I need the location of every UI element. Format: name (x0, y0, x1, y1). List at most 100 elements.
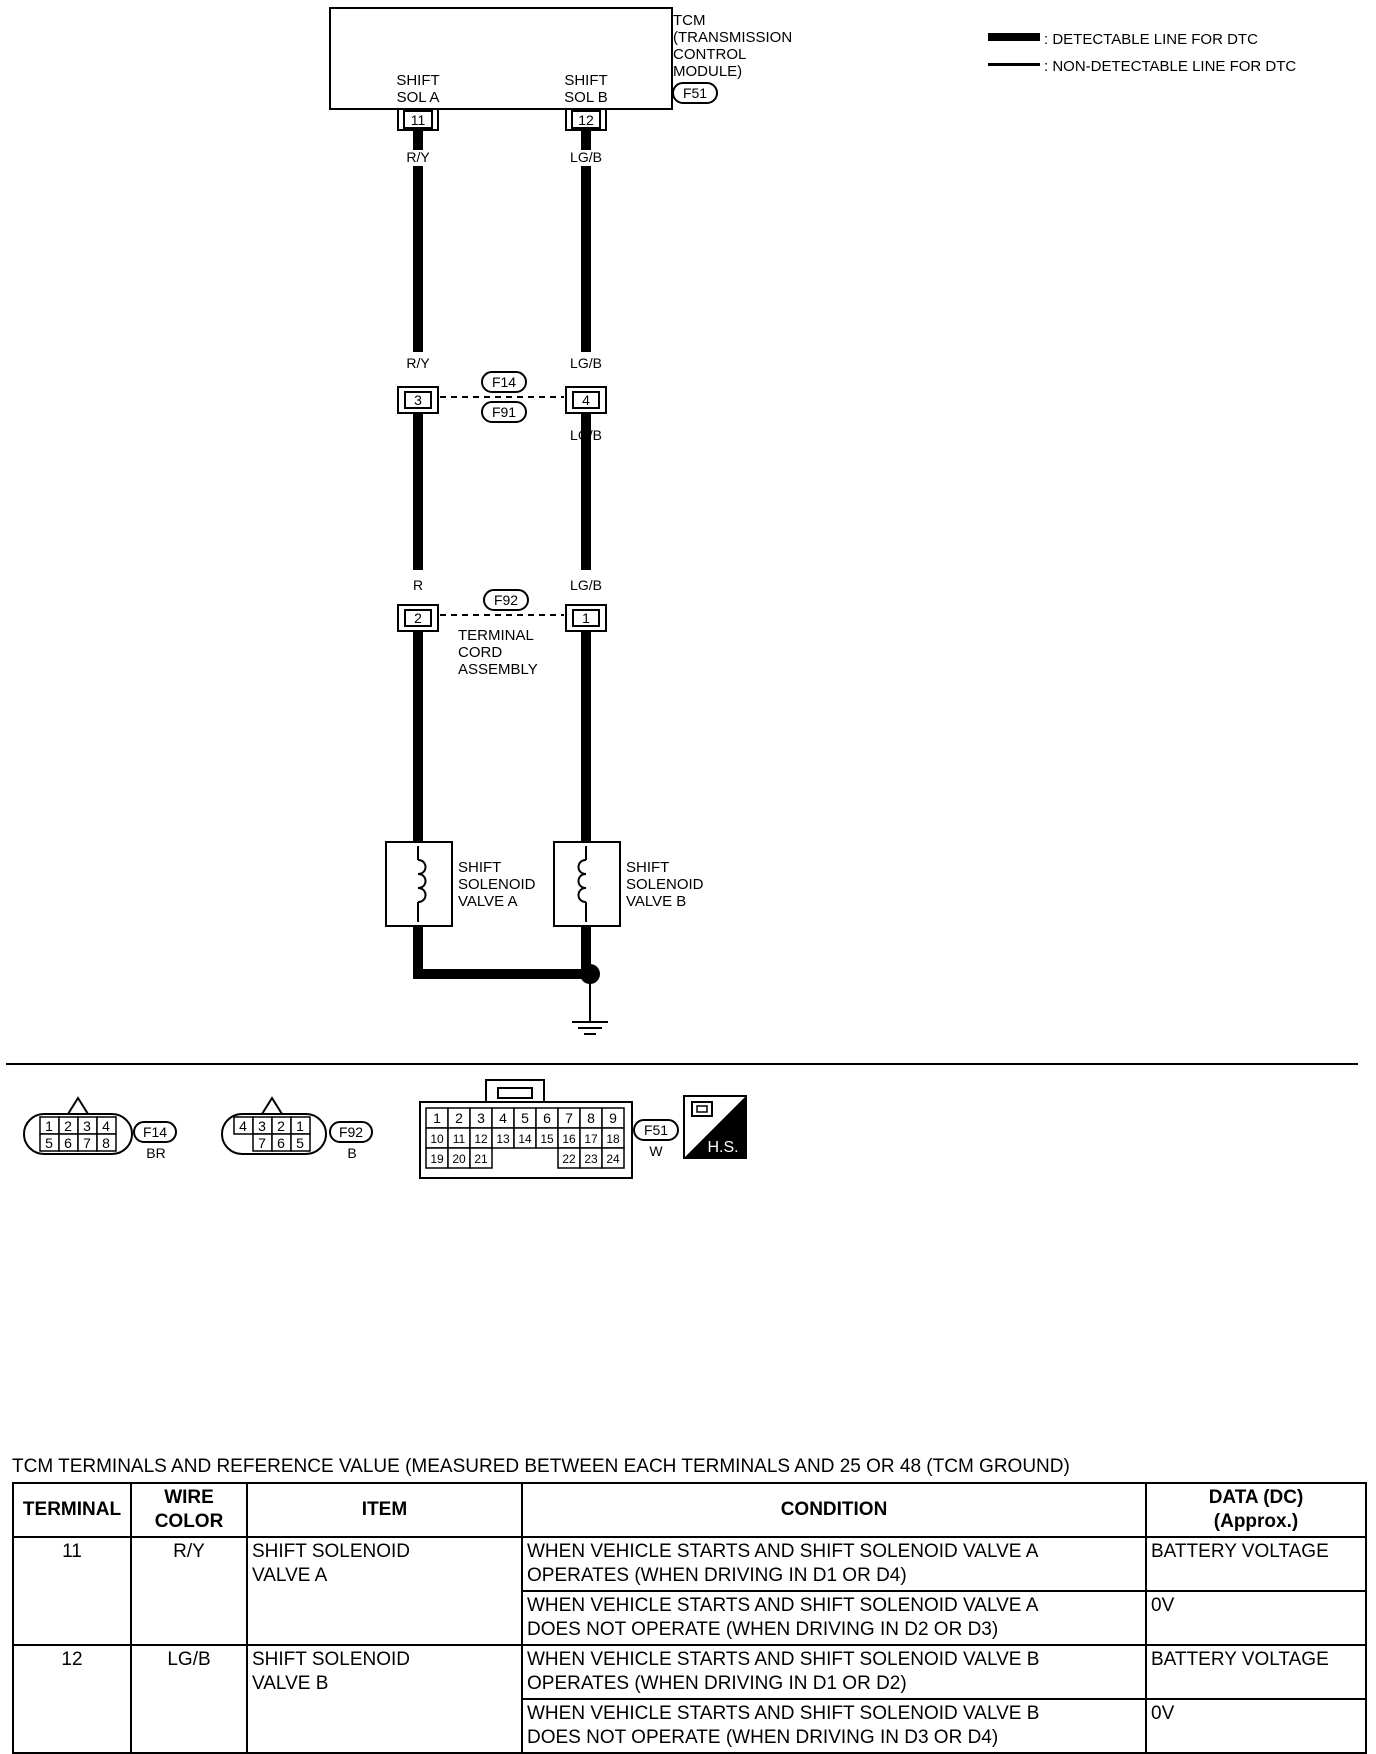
svg-text:3: 3 (258, 1118, 266, 1134)
connector-view-f51: 1 2 3 4 5 6 7 8 9 10 11 12 13 14 15 16 1… (419, 1079, 679, 1179)
svg-text:3: 3 (83, 1118, 91, 1134)
svg-text:7: 7 (565, 1110, 573, 1126)
svg-text:: NON-DETECTABLE LINE FOR DTC: : NON-DETECTABLE LINE FOR DTC (1044, 58, 1296, 75)
svg-text:7: 7 (83, 1135, 91, 1151)
svg-text:3: 3 (477, 1110, 485, 1126)
cell-condition: WHEN VEHICLE STARTS AND SHIFT SOLENOID V… (521, 1536, 1147, 1592)
cell-condition: WHEN VEHICLE STARTS AND SHIFT SOLENOID V… (521, 1698, 1147, 1754)
svg-text:17: 17 (584, 1132, 598, 1146)
tcm-title: TCM (TRANSMISSION CONTROL MODULE) (673, 12, 792, 80)
wire-b-color-mid-out: LG/B (570, 427, 602, 443)
solenoid-a (385, 841, 453, 927)
svg-text:6: 6 (543, 1110, 551, 1126)
svg-text:F51: F51 (644, 1122, 668, 1138)
svg-text:W: W (649, 1143, 663, 1159)
svg-text:BR: BR (146, 1145, 165, 1161)
svg-text:F14: F14 (492, 374, 516, 390)
svg-text:7: 7 (258, 1135, 266, 1151)
svg-text:3: 3 (414, 392, 422, 408)
svg-text:SOLENOID: SOLENOID (626, 876, 704, 893)
svg-text:12: 12 (578, 112, 594, 128)
tcm-box (329, 7, 673, 110)
svg-text:F91: F91 (492, 404, 516, 420)
svg-text:13: 13 (496, 1132, 510, 1146)
tcm-terminal-12: 12 (565, 110, 607, 131)
svg-text:15: 15 (540, 1132, 554, 1146)
svg-text:24: 24 (606, 1152, 620, 1166)
svg-text:22: 22 (562, 1152, 576, 1166)
tcm-pin-a-label: SHIFT SOL A (396, 72, 439, 106)
svg-text:2: 2 (64, 1118, 72, 1134)
svg-text:MODULE): MODULE) (673, 63, 742, 80)
svg-text:CONTROL: CONTROL (673, 46, 746, 63)
svg-text:9: 9 (609, 1110, 617, 1126)
svg-text:16: 16 (562, 1132, 576, 1146)
svg-text:4: 4 (499, 1110, 507, 1126)
reference-value-table: TERMINAL WIRE COLOR ITEM CONDITION DATA … (12, 1482, 1367, 1754)
cell-terminal: 12 (12, 1644, 132, 1754)
harness-connector-badge: H.S. (683, 1095, 747, 1159)
header-condition: CONDITION (521, 1482, 1147, 1538)
cell-wire-color: R/Y (130, 1536, 248, 1646)
svg-text:SHIFT: SHIFT (626, 859, 669, 876)
svg-text:4: 4 (239, 1118, 247, 1134)
cell-wire-color: LG/B (130, 1644, 248, 1754)
svg-text:5: 5 (521, 1110, 529, 1126)
terminal-cord-assembly-label: TERMINAL CORD ASSEMBLY (458, 627, 538, 678)
svg-text:1: 1 (45, 1118, 53, 1134)
svg-text:1: 1 (582, 610, 590, 626)
wire-a-color-mid-out: R (413, 427, 423, 443)
svg-text:F92: F92 (339, 1124, 363, 1140)
junction2-tag-f92: F92 (483, 589, 529, 611)
header-item: ITEM (246, 1482, 523, 1538)
wire-b-color-low: LG/B (570, 577, 602, 593)
svg-text:8: 8 (587, 1110, 595, 1126)
header-terminal: TERMINAL (12, 1482, 132, 1538)
tcm-pin-b-label: SHIFT SOL B (564, 72, 608, 106)
cell-data: BATTERY VOLTAGE (1145, 1644, 1367, 1700)
cell-terminal: 11 (12, 1536, 132, 1646)
cell-item: SHIFT SOLENOID VALVE A (246, 1536, 523, 1646)
svg-text:14: 14 (518, 1132, 532, 1146)
junction1-pin-b: 4 (565, 386, 607, 414)
svg-text:TERMINAL: TERMINAL (458, 627, 534, 644)
junction1-pin-a: 3 (397, 386, 439, 414)
header-data: DATA (DC) (Approx.) (1145, 1482, 1367, 1538)
svg-text:2: 2 (277, 1118, 285, 1134)
svg-text:B: B (347, 1145, 356, 1161)
svg-text:SHIFT: SHIFT (458, 859, 501, 876)
svg-text:18: 18 (606, 1132, 620, 1146)
svg-text:: DETECTABLE LINE FOR DTC: : DETECTABLE LINE FOR DTC (1044, 31, 1258, 48)
tcm-connector-tag: F51 (672, 82, 718, 104)
svg-text:4: 4 (582, 392, 590, 408)
junction2-pin-b: 1 (565, 604, 607, 632)
svg-text:21: 21 (474, 1152, 488, 1166)
table-header-row: TERMINAL WIRE COLOR ITEM CONDITION DATA … (12, 1482, 1367, 1538)
svg-text:23: 23 (584, 1152, 598, 1166)
solenoid-a-label: SHIFT SOLENOID VALVE A (458, 859, 536, 910)
wire-a-color-low: R (413, 577, 423, 593)
ground-icon (572, 964, 608, 1035)
wire-b-color-mid-in: LG/B (570, 355, 602, 371)
cell-condition: WHEN VEHICLE STARTS AND SHIFT SOLENOID V… (521, 1590, 1147, 1646)
cell-data: 0V (1145, 1698, 1367, 1754)
header-wire-color: WIRE COLOR (130, 1482, 248, 1538)
wire-a-color-mid-in: R/Y (406, 355, 430, 371)
svg-text:SOLENOID: SOLENOID (458, 876, 536, 893)
svg-text:CORD: CORD (458, 644, 502, 661)
svg-text:VALVE A: VALVE A (458, 893, 517, 910)
svg-text:H.S.: H.S. (707, 1139, 738, 1156)
junction2-pin-a: 2 (397, 604, 439, 632)
svg-text:(TRANSMISSION: (TRANSMISSION (673, 29, 792, 46)
svg-text:VALVE B: VALVE B (626, 893, 686, 910)
svg-text:6: 6 (64, 1135, 72, 1151)
svg-text:10: 10 (430, 1132, 444, 1146)
svg-text:SOL A: SOL A (397, 89, 440, 106)
wire-a (413, 131, 590, 979)
table-caption: TCM TERMINALS AND REFERENCE VALUE (MEASU… (12, 1456, 1070, 1477)
svg-text:12: 12 (474, 1132, 488, 1146)
junction1-tag-f91: F91 (481, 401, 527, 423)
cell-condition: WHEN VEHICLE STARTS AND SHIFT SOLENOID V… (521, 1644, 1147, 1700)
svg-text:F92: F92 (494, 592, 518, 608)
svg-text:4: 4 (102, 1118, 110, 1134)
